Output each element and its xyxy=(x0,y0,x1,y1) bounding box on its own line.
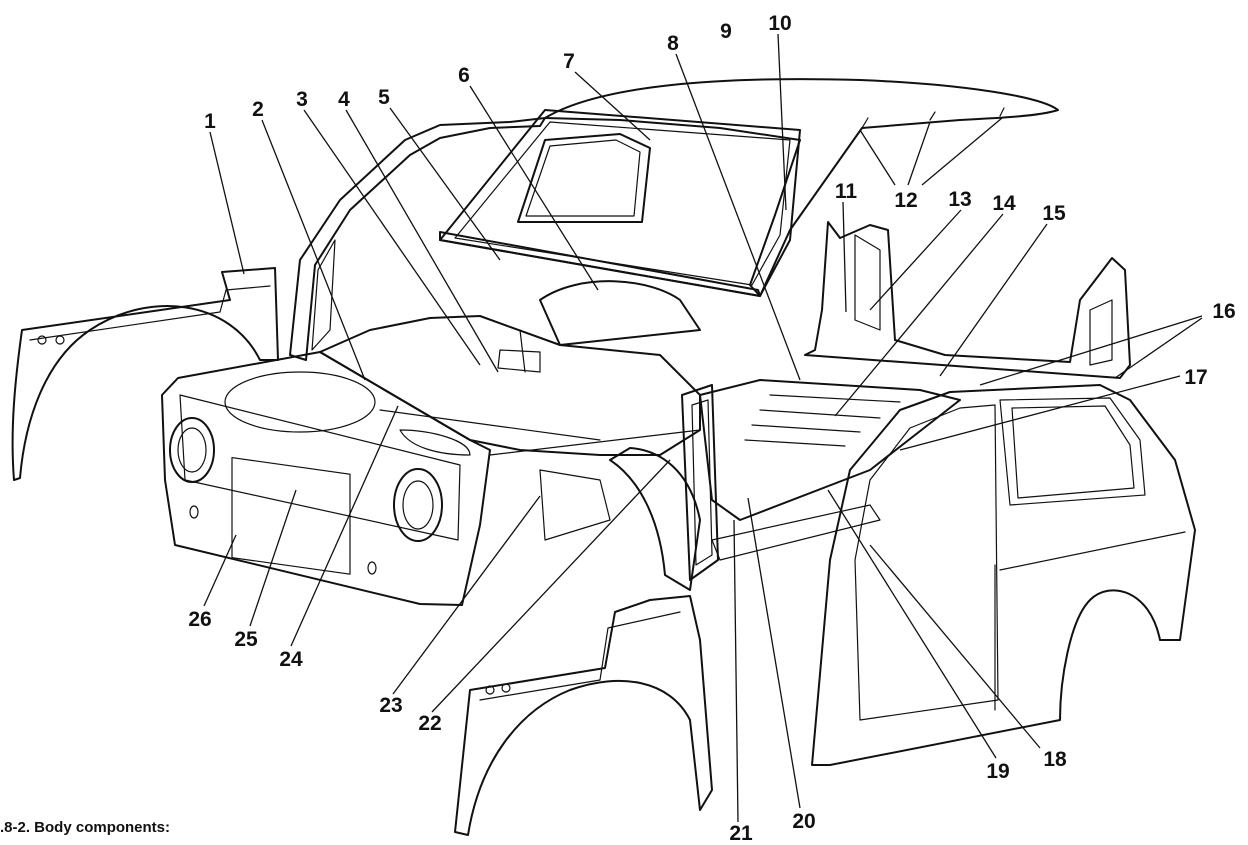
callout-25: 25 xyxy=(234,628,258,651)
callout-16: 16 xyxy=(1212,300,1235,323)
callout-21: 21 xyxy=(729,822,753,845)
callout-17: 17 xyxy=(1184,366,1207,389)
front-fender-left xyxy=(11,267,279,481)
callout-11: 11 xyxy=(835,180,858,203)
left-side-frame xyxy=(289,117,546,361)
callout-26: 26 xyxy=(188,608,211,631)
rear-panel xyxy=(804,221,1131,379)
engine-compartment xyxy=(224,315,701,541)
windshield-frame xyxy=(439,109,801,297)
callout-7: 7 xyxy=(563,50,575,73)
floor-panel xyxy=(699,379,961,561)
callout-4: 4 xyxy=(338,88,350,111)
callout-23: 23 xyxy=(379,694,402,717)
callout-24: 24 xyxy=(279,648,303,671)
a-pillar-right xyxy=(681,384,719,581)
callout-8: 8 xyxy=(667,32,679,55)
callout-9: 9 xyxy=(720,20,732,43)
callout-18: 18 xyxy=(1043,748,1067,771)
side-window-rear xyxy=(517,133,651,223)
leader-lines xyxy=(203,33,1203,823)
callout-2: 2 xyxy=(252,98,264,121)
callout-20: 20 xyxy=(792,810,815,833)
right-side-panel xyxy=(811,384,1196,766)
callout-13: 13 xyxy=(948,188,971,211)
roof-panel xyxy=(544,78,1059,297)
callout-15: 15 xyxy=(1042,202,1066,225)
callout-19: 19 xyxy=(986,760,1009,783)
callout-3: 3 xyxy=(296,88,308,111)
callout-5: 5 xyxy=(378,86,390,109)
callout-1: 1 xyxy=(204,110,216,133)
callout-labels: 1 2 3 4 5 6 7 8 9 10 11 12 13 14 15 16 1… xyxy=(188,12,1235,845)
callout-12: 12 xyxy=(894,189,917,212)
callout-6: 6 xyxy=(458,64,470,87)
callout-14: 14 xyxy=(992,192,1016,215)
wheel-arch-front xyxy=(539,280,701,591)
callout-22: 22 xyxy=(418,712,441,735)
front-fender-right xyxy=(454,595,713,836)
callout-10: 10 xyxy=(768,12,791,35)
front-panel xyxy=(161,351,491,606)
figure-caption: .8-2. Body components: xyxy=(0,819,171,836)
